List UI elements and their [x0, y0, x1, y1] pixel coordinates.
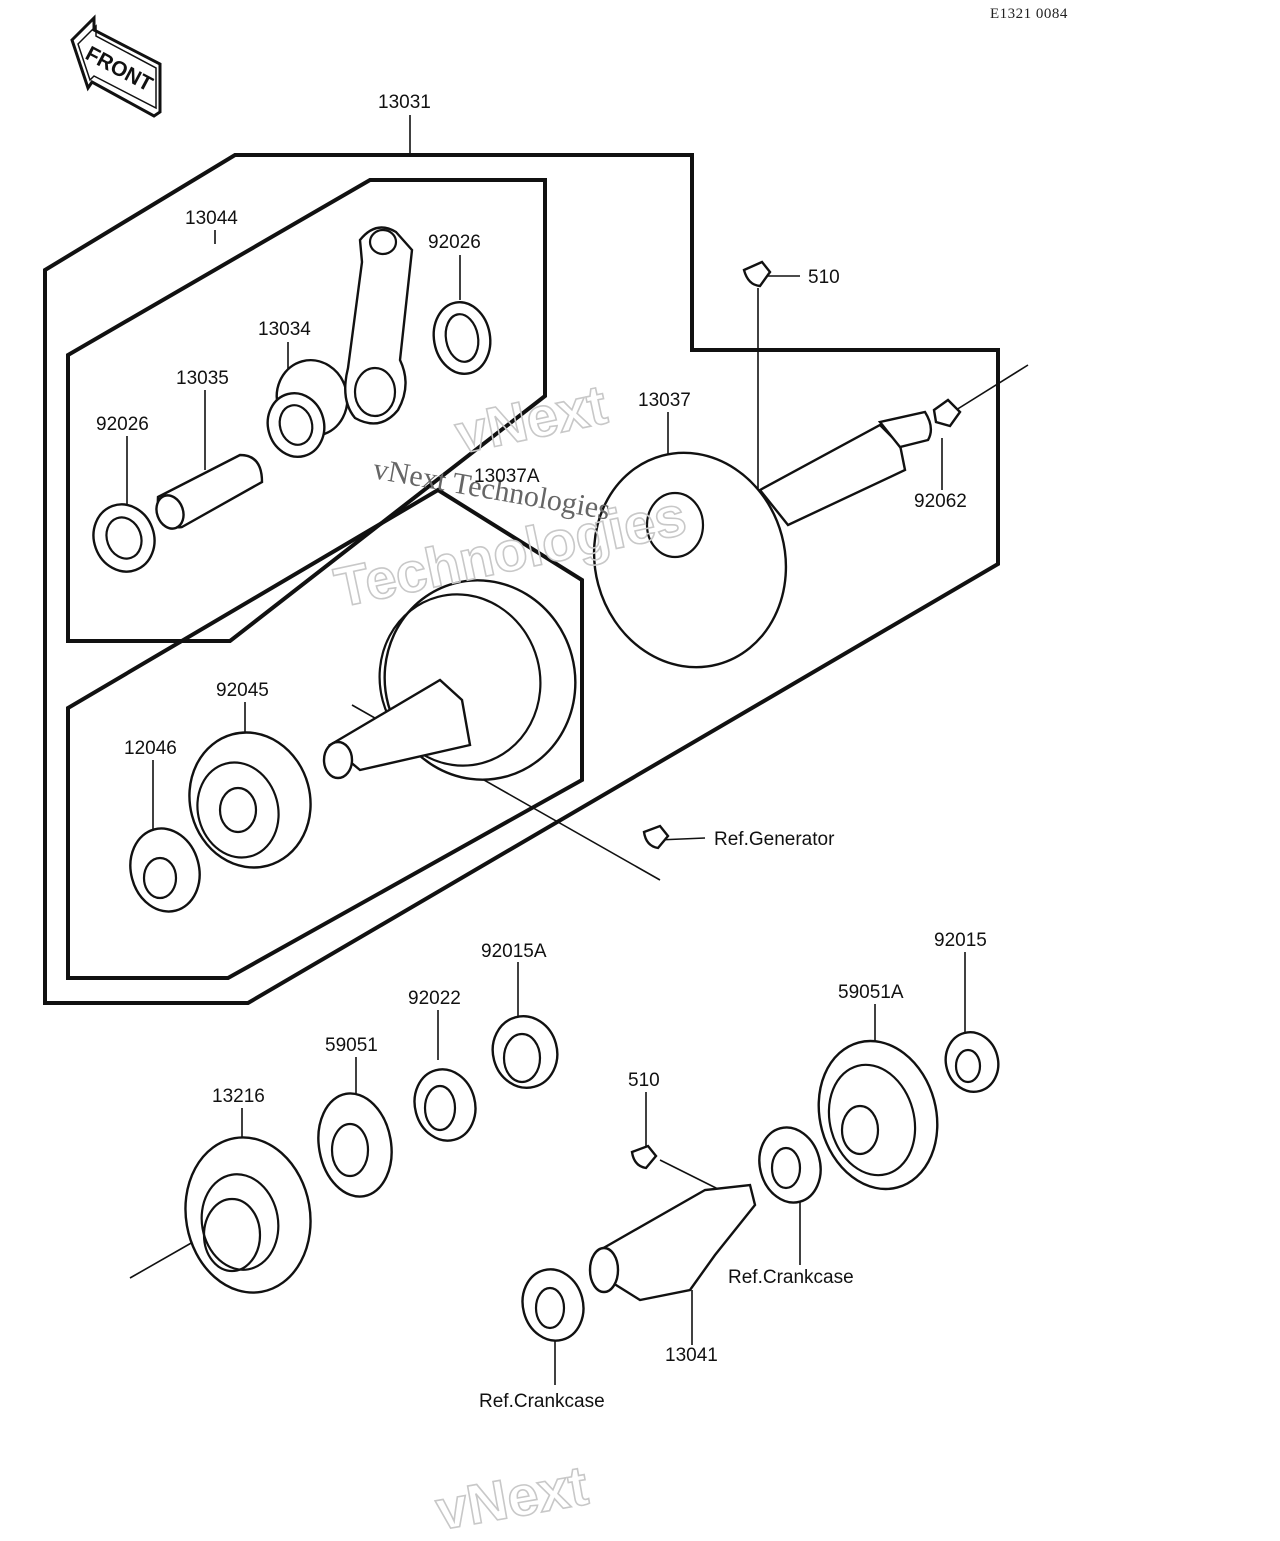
crankshaft-right-13037 — [592, 410, 933, 669]
balancer-shaft-13041 — [588, 1183, 757, 1302]
watermark-line1: vNext — [450, 372, 612, 465]
gear-59051 — [317, 1092, 393, 1198]
connecting-rod — [344, 226, 414, 425]
label-13037A: 13037A — [474, 466, 540, 487]
label-92045: 92045 — [216, 680, 269, 701]
label-13044: 13044 — [185, 208, 238, 229]
bearing-ref-crankcase-right — [758, 1126, 822, 1204]
gear-13216 — [184, 1136, 312, 1294]
washer-92026-left — [92, 503, 156, 573]
label-92015: 92015 — [934, 930, 987, 951]
part-labels: 13031 13044 92026 13034 13035 92026 510 … — [96, 92, 987, 1412]
label-510-bottom: 510 — [628, 1070, 660, 1091]
gear-12046 — [129, 827, 201, 913]
label-59051: 59051 — [325, 1035, 378, 1056]
label-13035: 13035 — [176, 368, 229, 389]
front-arrow-icon: FRONT — [70, 14, 162, 118]
label-92062: 92062 — [914, 491, 967, 512]
key-510-bottom — [630, 1144, 658, 1170]
crankshaft-left-13037A — [322, 579, 577, 781]
key-510-top — [742, 260, 772, 288]
label-ref-generator: Ref.Generator — [714, 829, 835, 850]
watermark-inline: vNext Technologies — [371, 452, 613, 526]
label-13041: 13041 — [665, 1345, 718, 1366]
label-92026-left: 92026 — [96, 414, 149, 435]
crankshaft-half-frame — [66, 487, 584, 980]
washer-92022 — [413, 1068, 477, 1142]
bearing-ref-crankcase-bottom — [521, 1268, 585, 1342]
bearing-92045 — [188, 731, 312, 869]
label-13031: 13031 — [378, 92, 431, 113]
connecting-rod-kit-frame — [66, 178, 547, 643]
label-510-top: 510 — [808, 267, 840, 288]
washer-92026-top — [432, 301, 492, 375]
nut-92015A — [491, 1015, 559, 1089]
crankshaft-assembly-frame — [43, 153, 1000, 1005]
label-92026-top: 92026 — [428, 232, 481, 253]
nut-92062 — [932, 398, 962, 428]
diagram-code: E1321 0084 — [990, 6, 1068, 22]
label-13034: 13034 — [258, 319, 311, 340]
watermark-bottom: vNext — [431, 1453, 592, 1536]
needle-bearing-13034 — [266, 358, 349, 458]
crank-pin-13035 — [155, 453, 264, 530]
label-92022: 92022 — [408, 988, 461, 1009]
label-92015A: 92015A — [481, 941, 547, 962]
label-59051A: 59051A — [838, 982, 904, 1003]
nut-92015 — [944, 1031, 1000, 1093]
label-ref-crankcase-right: Ref.Crankcase — [728, 1267, 854, 1288]
label-ref-crankcase-bottom: Ref.Crankcase — [479, 1391, 605, 1412]
label-13216: 13216 — [212, 1086, 265, 1107]
key-ref-generator — [642, 824, 670, 850]
label-13037: 13037 — [638, 390, 691, 411]
gear-59051A — [817, 1039, 939, 1191]
label-12046: 12046 — [124, 738, 177, 759]
